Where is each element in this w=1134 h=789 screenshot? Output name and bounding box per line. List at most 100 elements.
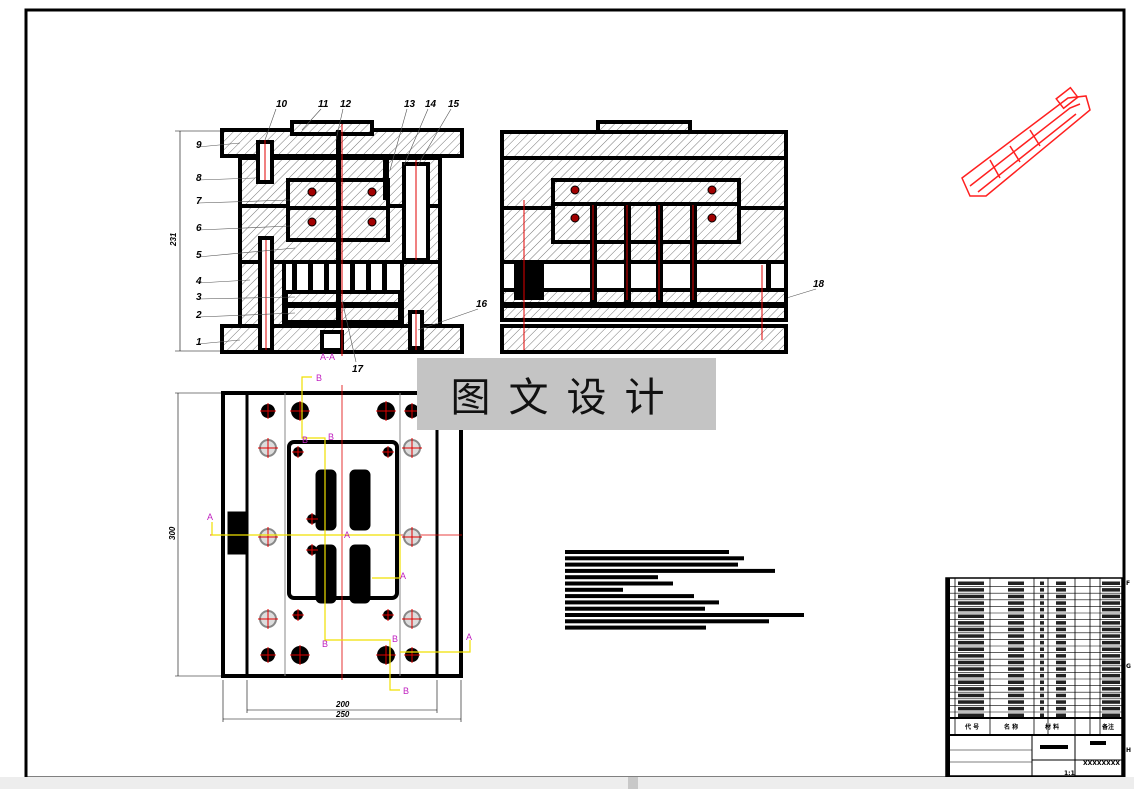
part-number-12: 12 <box>340 99 352 110</box>
bom-cell-text <box>1056 627 1066 632</box>
ejector-pins <box>292 130 389 320</box>
bom-cell-text <box>1102 581 1120 585</box>
redacted-text-line <box>565 562 738 567</box>
bom-cell-text <box>1008 588 1024 592</box>
cut-label-b-2: B <box>328 432 334 442</box>
insert-bolts <box>307 187 377 227</box>
drawing-scale: 1:1 <box>1064 770 1075 777</box>
bom-cell-text <box>1040 647 1044 651</box>
watermark: 图文设计 <box>417 358 716 430</box>
bom-cell-text <box>1040 693 1044 698</box>
bom-cell-text <box>1008 621 1024 625</box>
bom-cell-text <box>1102 693 1120 698</box>
bom-cell-text <box>1056 706 1066 711</box>
bom-cell-text <box>958 660 984 665</box>
bom-cell-text <box>958 588 984 592</box>
part-number-10: 10 <box>276 99 288 110</box>
bom-cell-text <box>1040 640 1044 645</box>
bom-cell-text <box>1056 634 1066 638</box>
bom-cell-text <box>1040 700 1044 704</box>
bom-cell-text <box>958 581 984 585</box>
bom-cell-text <box>1056 640 1066 645</box>
bom-cell-text <box>1102 647 1120 651</box>
bom-cell-text <box>958 607 984 612</box>
bom-cell-text <box>1056 660 1066 665</box>
bom-cell-text <box>1040 634 1044 638</box>
bom-cell-text <box>958 673 984 678</box>
bom-cell-text <box>1056 667 1066 671</box>
bom-cell-text <box>1102 614 1120 618</box>
bom-cell-text <box>1008 700 1024 704</box>
part-number-1: 1 <box>196 337 202 348</box>
horizontal-scrollbar[interactable] <box>0 777 1134 789</box>
dimension-label-231: 231 <box>169 232 178 247</box>
bom-cell-text <box>1056 601 1066 605</box>
bom-cell-text <box>1040 687 1044 691</box>
bom-cell-text <box>1040 601 1044 605</box>
bom-cell-text <box>1008 601 1024 605</box>
scrollbar-thumb[interactable] <box>628 777 638 789</box>
part-number-15: 15 <box>448 99 460 110</box>
part-number-13: 13 <box>404 99 416 110</box>
bom-cell-text <box>1040 713 1044 717</box>
redacted-text-line <box>565 600 719 605</box>
part-number-6: 6 <box>196 223 202 234</box>
section-centerlines <box>264 124 417 356</box>
bom-cell-text <box>1102 687 1120 691</box>
bom-cell-text <box>1040 621 1044 625</box>
bom-cell-text <box>1102 588 1120 592</box>
part-number-3: 3 <box>196 292 202 303</box>
bom-cell-text <box>958 601 984 605</box>
bom-cell-text <box>1102 680 1120 684</box>
bom-cell-text <box>1040 581 1044 585</box>
bom-cell-text <box>1102 713 1120 717</box>
bom-cell-text <box>1008 680 1024 684</box>
cut-label-b-bottom: B <box>403 686 409 696</box>
bom-cell-text <box>1008 654 1024 658</box>
bom-cell-text <box>1056 607 1066 612</box>
bom-cell-text <box>1040 614 1044 618</box>
bom-cell-text <box>1008 673 1024 678</box>
bom-cell-text <box>958 687 984 691</box>
bom-cell-text <box>1102 660 1120 665</box>
part-number-2: 2 <box>195 310 202 321</box>
technical-requirements-redacted <box>565 550 804 630</box>
bom-cell-text <box>958 700 984 704</box>
bom-cell-text <box>958 654 984 658</box>
cut-label-b-top: B <box>316 373 322 383</box>
cut-label-a-far: A <box>466 632 472 642</box>
bom-cell-text <box>1102 627 1120 632</box>
bom-cell-text <box>958 680 984 684</box>
bom-cell-text <box>1102 640 1120 645</box>
bom-cell-text <box>1056 713 1066 717</box>
redacted-text-line <box>565 581 673 586</box>
bom-cell-text <box>1040 607 1044 612</box>
cut-path-lines <box>211 376 471 691</box>
dimension-231 <box>175 130 222 352</box>
bom-cell-text <box>1102 601 1120 605</box>
bom-cell-text <box>1102 667 1120 671</box>
bom-cell-text <box>1056 588 1066 592</box>
bom-cell-text <box>1102 700 1120 704</box>
part-number-8: 8 <box>196 173 202 184</box>
bom-cell-text <box>958 667 984 671</box>
bom-cell-text <box>1008 713 1024 717</box>
bom-cell-text <box>1056 614 1066 618</box>
bom-cell-text <box>1008 687 1024 691</box>
title-header-name: 名 称 <box>1004 723 1018 731</box>
bom-cell-text <box>1008 640 1024 645</box>
bom-cell-text <box>1102 706 1120 711</box>
bom-cell-text <box>1008 594 1024 599</box>
bom-cell-text <box>1008 607 1024 612</box>
dimension-label-250: 250 <box>335 710 350 719</box>
redacted-text-line <box>565 556 744 561</box>
cut-label-a-right: A <box>400 571 406 581</box>
redacted-text-line <box>565 619 769 624</box>
bom-cell-text <box>1008 667 1024 671</box>
guide-pin-holes <box>258 401 422 665</box>
bom-cell-text <box>1008 627 1024 632</box>
bom-cell-text <box>958 627 984 632</box>
bom-cell-text <box>1102 673 1120 678</box>
part-number-17: 17 <box>352 364 364 375</box>
